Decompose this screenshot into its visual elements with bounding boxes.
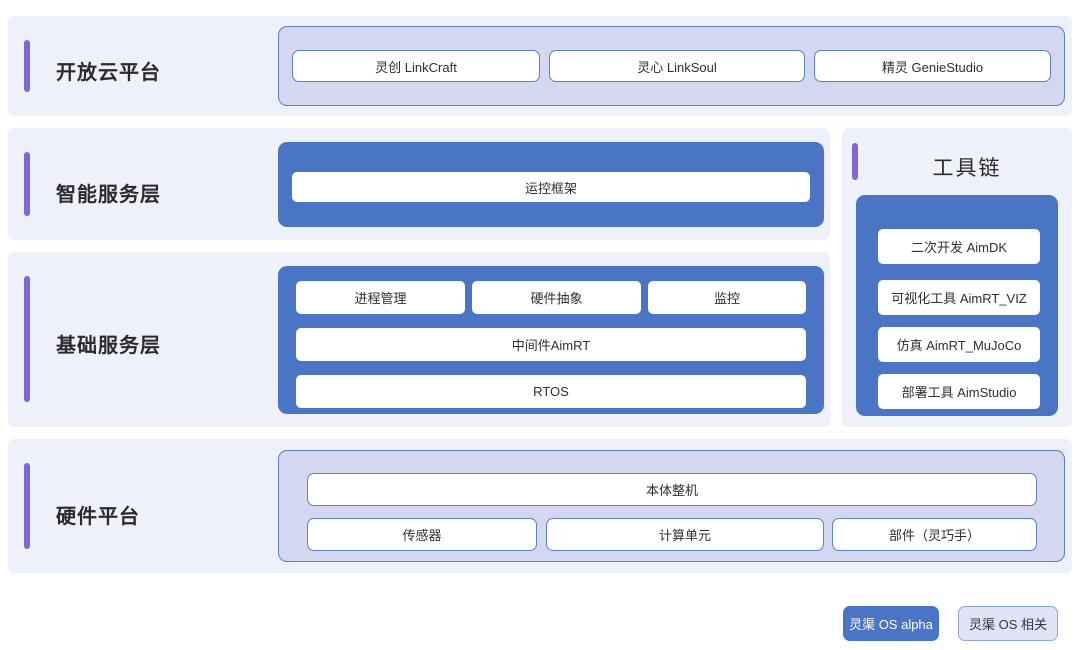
chip-aimdk[interactable]: 二次开发 AimDK (878, 229, 1040, 264)
chip-hardware-abstraction[interactable]: 硬件抽象 (472, 281, 641, 314)
chip-rtos[interactable]: RTOS (296, 375, 806, 408)
chip-monitoring[interactable]: 监控 (648, 281, 806, 314)
chip-geniestudio[interactable]: 精灵 GenieStudio (814, 50, 1051, 82)
chip-aimrt-viz[interactable]: 可视化工具 AimRT_VIZ (878, 280, 1040, 315)
legend-badge-lingqu-os-alpha[interactable]: 灵渠 OS alpha (843, 606, 939, 641)
chip-aimstudio[interactable]: 部署工具 AimStudio (878, 374, 1040, 409)
layer-accent-bar-intelligent-service (24, 152, 30, 216)
legend-badge-lingqu-os-related[interactable]: 灵渠 OS 相关 (958, 606, 1058, 641)
chip-process-management[interactable]: 进程管理 (296, 281, 465, 314)
layer-accent-bar-basic-service (24, 276, 30, 402)
chip-linksoul[interactable]: 灵心 LinkSoul (549, 50, 805, 82)
chip-components-dexterous-hand[interactable]: 部件（灵巧手） (832, 518, 1037, 551)
layer-title-intelligent-service: 智能服务层 (56, 184, 161, 206)
chip-compute-unit[interactable]: 计算单元 (546, 518, 824, 551)
layer-title-open-cloud-platform: 开放云平台 (56, 62, 161, 84)
chip-aimrt-mujoco[interactable]: 仿真 AimRT_MuJoCo (878, 327, 1040, 362)
chip-sensors[interactable]: 传感器 (307, 518, 537, 551)
layer-title-basic-service: 基础服务层 (56, 335, 161, 357)
chip-linkcraft[interactable]: 灵创 LinkCraft (292, 50, 540, 82)
layer-accent-bar-hardware-platform (24, 463, 30, 549)
layer-title-hardware-platform: 硬件平台 (56, 506, 140, 528)
layer-accent-bar-open-cloud-platform (24, 40, 30, 92)
layer-accent-bar-toolchain (852, 143, 858, 180)
chip-main-body[interactable]: 本体整机 (307, 473, 1037, 506)
toolchain-title: 工具链 (932, 157, 1002, 180)
chip-motion-control-framework[interactable]: 运控框架 (292, 172, 810, 202)
chip-middleware-aimrt[interactable]: 中间件AimRT (296, 328, 806, 361)
